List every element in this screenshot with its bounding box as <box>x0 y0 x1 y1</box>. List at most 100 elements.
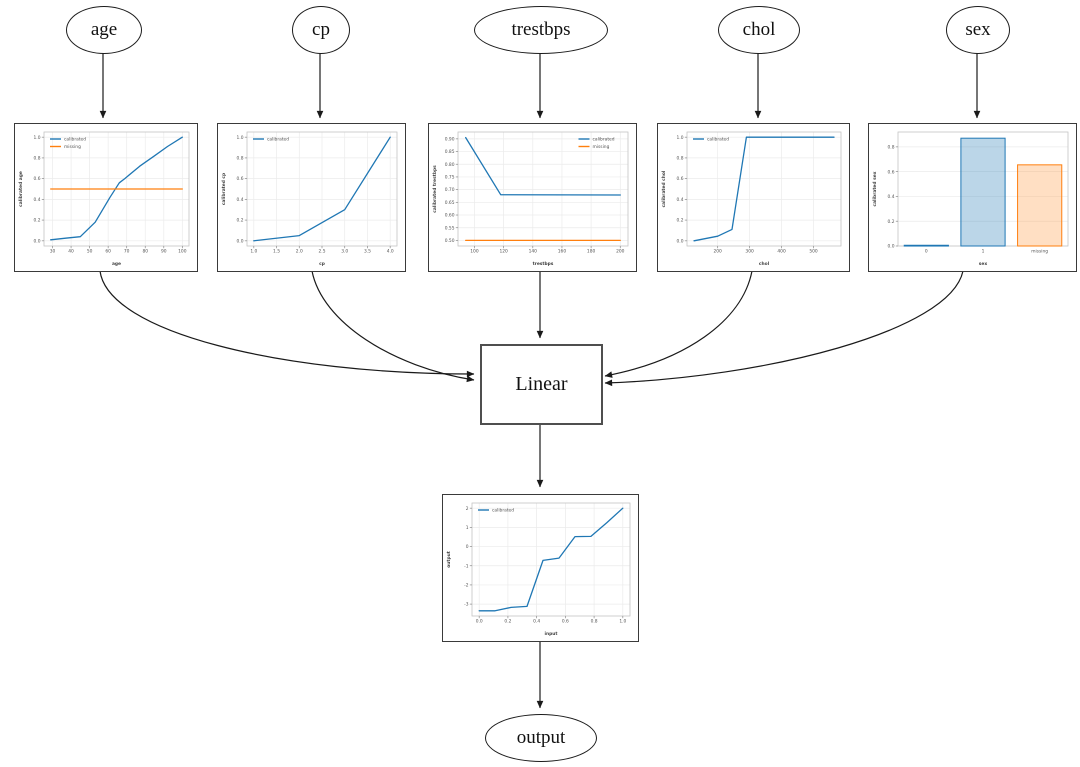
svg-text:-1: -1 <box>464 563 469 569</box>
svg-text:60: 60 <box>105 249 111 255</box>
svg-text:0.6: 0.6 <box>237 176 244 182</box>
edge-age-plot-to-linear <box>99 270 475 378</box>
node-age: age <box>66 6 142 54</box>
svg-text:0.4: 0.4 <box>533 619 540 625</box>
svg-text:2: 2 <box>466 506 469 512</box>
svg-text:200: 200 <box>713 249 722 255</box>
svg-text:calibrated: calibrated <box>267 137 289 143</box>
svg-text:calibrated: calibrated <box>64 137 86 143</box>
svg-text:missing: missing <box>593 144 610 150</box>
svg-text:0.2: 0.2 <box>34 218 41 224</box>
svg-text:0.8: 0.8 <box>888 144 895 150</box>
svg-text:0.0: 0.0 <box>476 619 483 625</box>
svg-text:0.6: 0.6 <box>34 176 41 182</box>
node-age-label: age <box>90 19 118 40</box>
svg-text:1: 1 <box>982 249 985 255</box>
svg-text:0.0: 0.0 <box>237 238 244 244</box>
svg-text:0.8: 0.8 <box>34 156 41 162</box>
svg-text:calibrated trestbps: calibrated trestbps <box>432 165 438 213</box>
svg-text:-2: -2 <box>464 583 469 589</box>
edge-sex-plot-to-linear <box>604 270 964 387</box>
svg-text:age: age <box>112 262 121 267</box>
svg-text:4.0: 4.0 <box>387 249 394 255</box>
svg-text:1.0: 1.0 <box>677 135 684 141</box>
svg-text:0.6: 0.6 <box>888 169 895 175</box>
svg-text:0.8: 0.8 <box>677 156 684 162</box>
svg-text:3.5: 3.5 <box>364 249 371 255</box>
svg-text:0.55: 0.55 <box>445 225 455 231</box>
node-cp: cp <box>292 6 350 54</box>
svg-text:50: 50 <box>87 249 93 255</box>
svg-text:1.0: 1.0 <box>34 135 41 141</box>
svg-text:1.0: 1.0 <box>619 619 626 625</box>
svg-text:300: 300 <box>745 249 754 255</box>
edge-cp-plot-to-linear <box>311 270 475 383</box>
svg-text:80: 80 <box>142 249 148 255</box>
svg-text:1: 1 <box>466 525 469 531</box>
node-output-label: output <box>516 727 566 748</box>
svg-text:400: 400 <box>777 249 786 255</box>
svg-text:0.70: 0.70 <box>445 187 455 193</box>
svg-text:40: 40 <box>68 249 74 255</box>
svg-text:30: 30 <box>50 249 56 255</box>
svg-text:0.2: 0.2 <box>677 218 684 224</box>
svg-text:cp: cp <box>319 262 325 267</box>
svg-text:-3: -3 <box>464 602 469 608</box>
svg-text:sex: sex <box>979 262 988 267</box>
svg-text:0: 0 <box>466 544 469 550</box>
svg-text:0.65: 0.65 <box>445 200 455 206</box>
svg-text:0.4: 0.4 <box>888 194 895 200</box>
node-chol: chol <box>718 6 800 54</box>
svg-text:0.75: 0.75 <box>445 175 455 181</box>
svg-text:0.4: 0.4 <box>34 197 41 203</box>
svg-text:0.2: 0.2 <box>888 219 895 225</box>
svg-text:input: input <box>545 631 558 637</box>
svg-text:calibrated cp: calibrated cp <box>221 173 227 205</box>
svg-text:missing: missing <box>64 144 81 150</box>
node-output: output <box>485 714 597 762</box>
svg-text:calibrated: calibrated <box>707 137 729 143</box>
svg-text:calibrated: calibrated <box>492 508 514 514</box>
svg-text:trestbps: trestbps <box>533 261 554 267</box>
node-linear: Linear <box>480 344 603 425</box>
svg-text:calibrated chol: calibrated chol <box>661 170 667 207</box>
svg-text:0.2: 0.2 <box>504 619 511 625</box>
svg-text:0.80: 0.80 <box>445 162 455 168</box>
svg-text:0.60: 0.60 <box>445 213 455 219</box>
svg-text:160: 160 <box>558 249 567 255</box>
svg-text:chol: chol <box>759 261 770 267</box>
svg-text:1.0: 1.0 <box>237 135 244 141</box>
svg-text:0.0: 0.0 <box>34 238 41 244</box>
node-sex-label: sex <box>965 19 991 40</box>
svg-text:500: 500 <box>809 249 818 255</box>
svg-text:0.4: 0.4 <box>677 197 684 203</box>
svg-text:output: output <box>446 551 452 568</box>
svg-text:2.0: 2.0 <box>296 249 303 255</box>
svg-text:0.50: 0.50 <box>445 238 455 244</box>
svg-text:missing: missing <box>1031 249 1048 255</box>
svg-text:100: 100 <box>178 249 187 255</box>
svg-text:0.90: 0.90 <box>445 136 455 142</box>
node-linear-label: Linear <box>515 373 568 395</box>
svg-text:100: 100 <box>470 249 479 255</box>
svg-text:3.0: 3.0 <box>341 249 348 255</box>
svg-text:0.6: 0.6 <box>562 619 569 625</box>
svg-text:0.2: 0.2 <box>237 218 244 224</box>
svg-text:0.4: 0.4 <box>237 197 244 203</box>
svg-text:120: 120 <box>499 249 508 255</box>
svg-text:0.0: 0.0 <box>888 244 895 250</box>
svg-text:calibrated: calibrated <box>593 137 615 143</box>
